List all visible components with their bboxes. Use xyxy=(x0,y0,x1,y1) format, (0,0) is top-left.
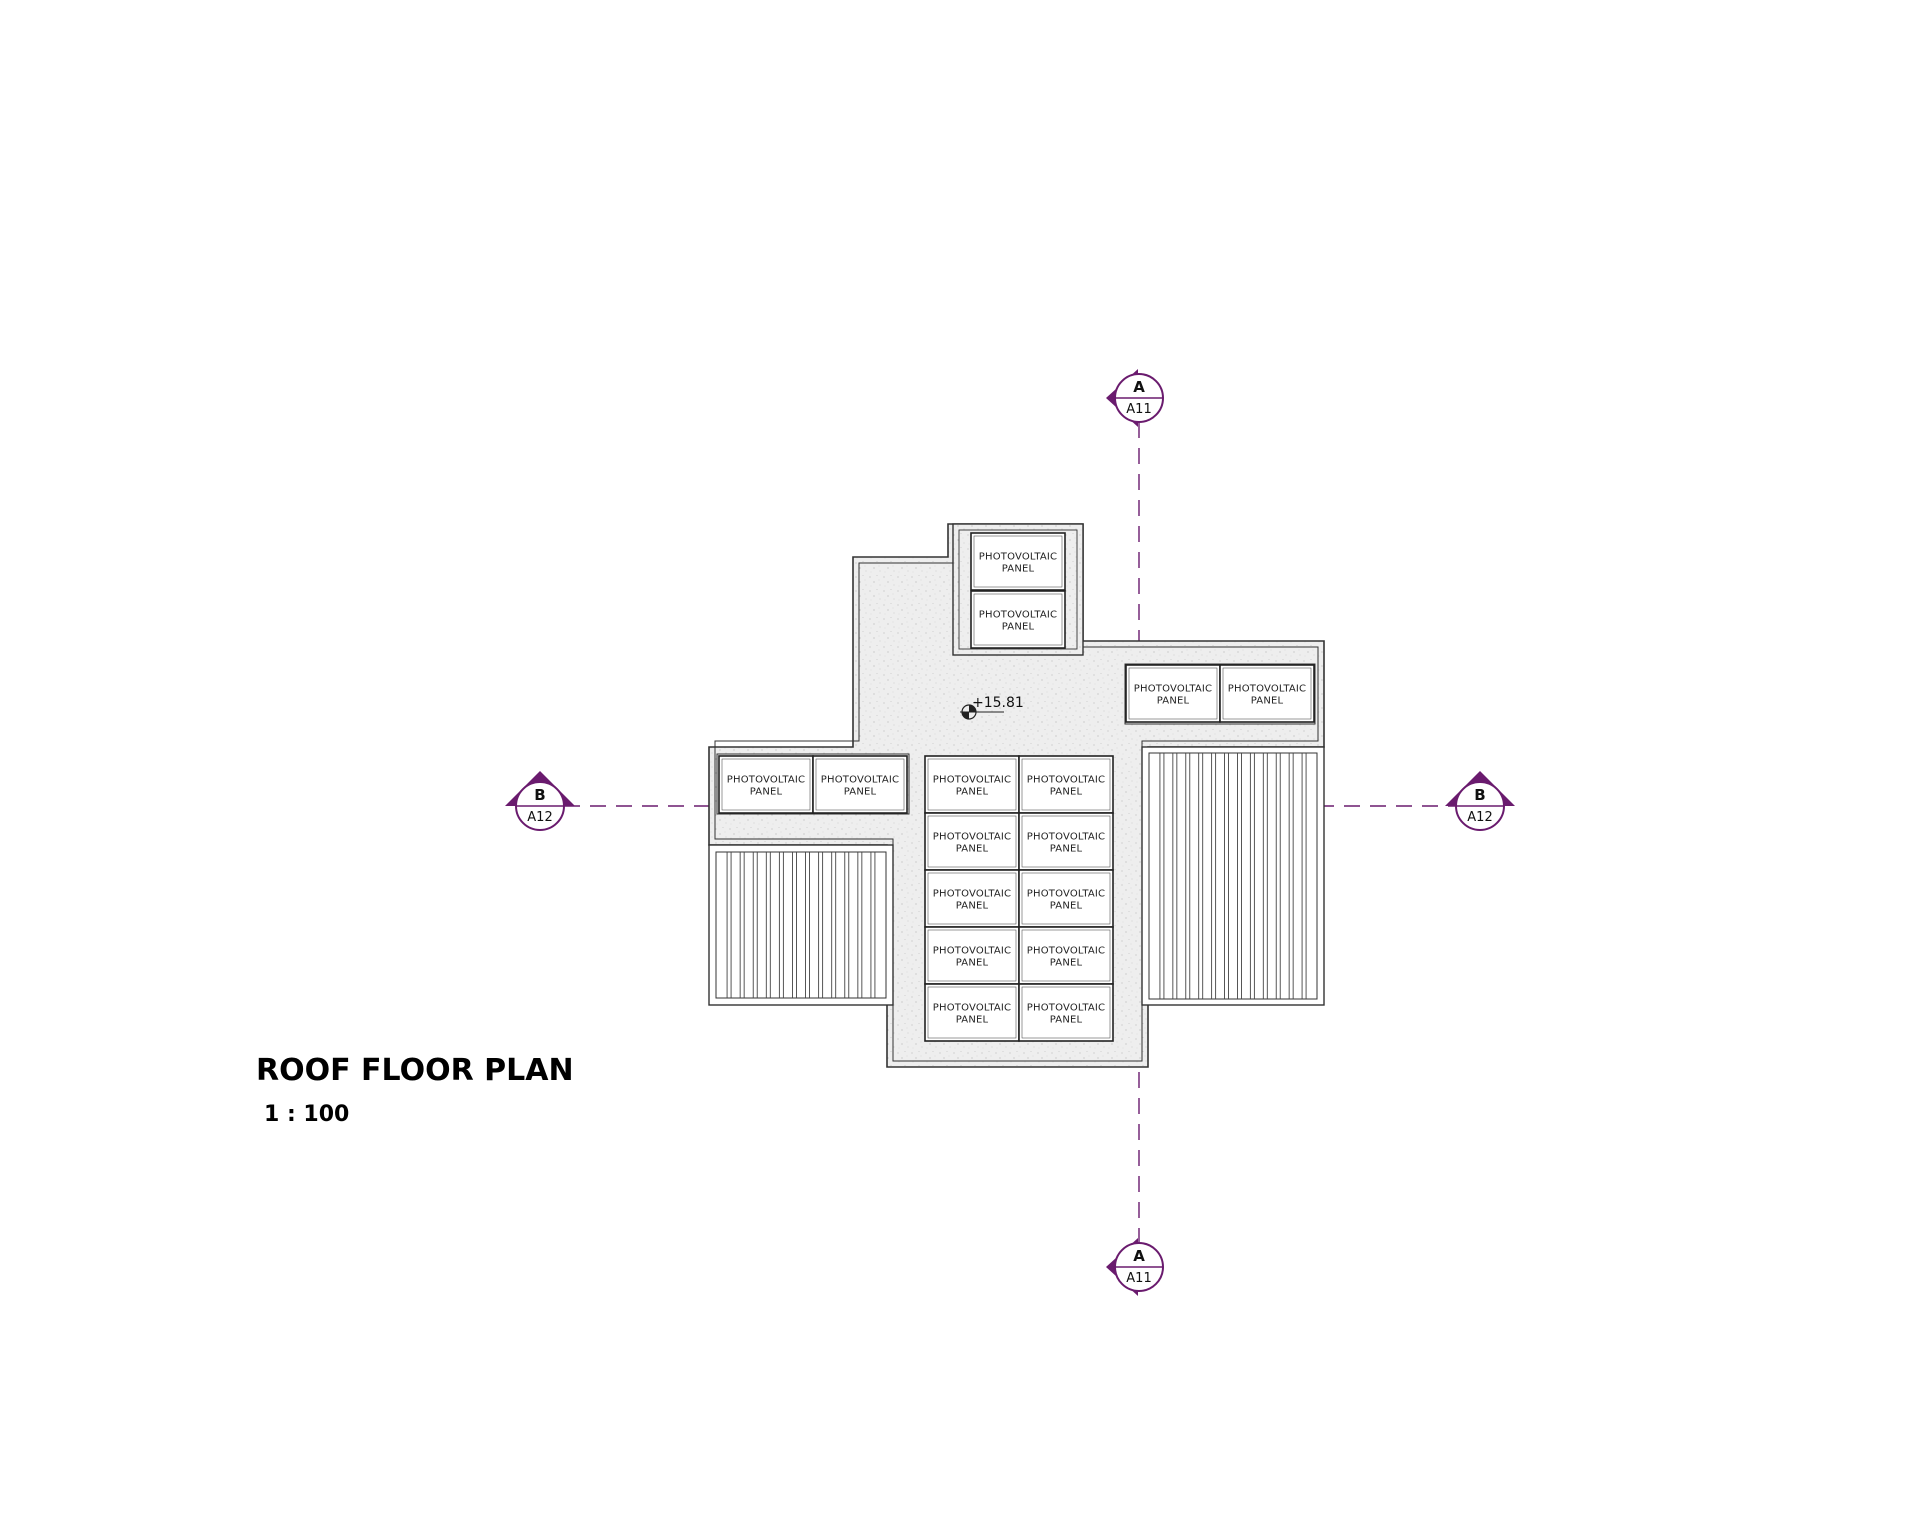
pv-bay-frame-top-inner xyxy=(958,529,1078,650)
panel-label-line1: PHOTOVOLTAIC xyxy=(1027,1003,1105,1014)
drawing-scale: 1 : 100 xyxy=(264,1102,349,1127)
panel-label-line1: PHOTOVOLTAIC xyxy=(933,946,1011,957)
panel-label-line2: PANEL xyxy=(956,787,989,798)
section-b-ref-right: A12 xyxy=(1467,810,1492,825)
section-a-letter: A xyxy=(1133,378,1145,396)
panel-label-line2: PANEL xyxy=(1050,958,1083,969)
panel-label-line2: PANEL xyxy=(844,787,877,798)
panel-label-line2: PANEL xyxy=(956,844,989,855)
panel-label-line2: PANEL xyxy=(1050,901,1083,912)
panel-label-line1: PHOTOVOLTAIC xyxy=(727,775,805,786)
pergola-left xyxy=(708,844,894,1006)
panel-label-line1: PHOTOVOLTAIC xyxy=(933,1003,1011,1014)
pergola-right xyxy=(1141,746,1325,1006)
section-a-ref-bottom: A11 xyxy=(1126,1271,1151,1286)
section-a-ref: A11 xyxy=(1126,402,1151,417)
panel-label-line2: PANEL xyxy=(956,958,989,969)
panel-label-line2: PANEL xyxy=(956,1015,989,1026)
panel-label-line1: PHOTOVOLTAIC xyxy=(1228,684,1306,695)
panel-label-line2: PANEL xyxy=(1157,696,1190,707)
panel-label-line2: PANEL xyxy=(1002,564,1035,575)
panel-label-line1: PHOTOVOLTAIC xyxy=(979,610,1057,621)
section-marker-a-bottom[interactable]: A A11 xyxy=(1106,1238,1164,1296)
elevation-label: +15.81 xyxy=(972,695,1024,711)
panel-label-line2: PANEL xyxy=(956,901,989,912)
drawing-title: ROOF FLOOR PLAN xyxy=(256,1053,574,1088)
panel-label-line2: PANEL xyxy=(1251,696,1284,707)
panel-label-line1: PHOTOVOLTAIC xyxy=(933,832,1011,843)
section-marker-a-top[interactable]: A A11 xyxy=(1106,369,1164,427)
section-a-letter-bottom: A xyxy=(1133,1247,1145,1265)
panel-label-line2: PANEL xyxy=(750,787,783,798)
panel-label-line2: PANEL xyxy=(1050,844,1083,855)
section-b-letter-left: B xyxy=(534,786,545,804)
panel-label-line1: PHOTOVOLTAIC xyxy=(1134,684,1212,695)
panel-label-line1: PHOTOVOLTAIC xyxy=(1027,889,1105,900)
panel-label-line1: PHOTOVOLTAIC xyxy=(933,889,1011,900)
photovoltaic-panels: PHOTOVOLTAICPANELPHOTOVOLTAICPANELPHOTOV… xyxy=(716,523,1316,1042)
panel-label-line1: PHOTOVOLTAIC xyxy=(979,552,1057,563)
panel-label-line1: PHOTOVOLTAIC xyxy=(933,775,1011,786)
panel-label-line2: PANEL xyxy=(1002,622,1035,633)
section-b-letter-right: B xyxy=(1474,786,1485,804)
section-marker-b-right[interactable]: B A12 xyxy=(1445,771,1515,831)
panel-label-line2: PANEL xyxy=(1050,787,1083,798)
section-b-ref-left: A12 xyxy=(527,810,552,825)
elevation-marker: +15.81 xyxy=(960,695,1024,720)
panel-label-line2: PANEL xyxy=(1050,1015,1083,1026)
panel-label-line1: PHOTOVOLTAIC xyxy=(1027,946,1105,957)
panel-label-line1: PHOTOVOLTAIC xyxy=(1027,775,1105,786)
panel-label-line1: PHOTOVOLTAIC xyxy=(1027,832,1105,843)
section-marker-b-left[interactable]: B A12 xyxy=(505,771,575,831)
pv-bay-frame-left xyxy=(716,753,910,815)
pv-bay-frame-right xyxy=(1124,663,1316,725)
panel-label-line1: PHOTOVOLTAIC xyxy=(821,775,899,786)
